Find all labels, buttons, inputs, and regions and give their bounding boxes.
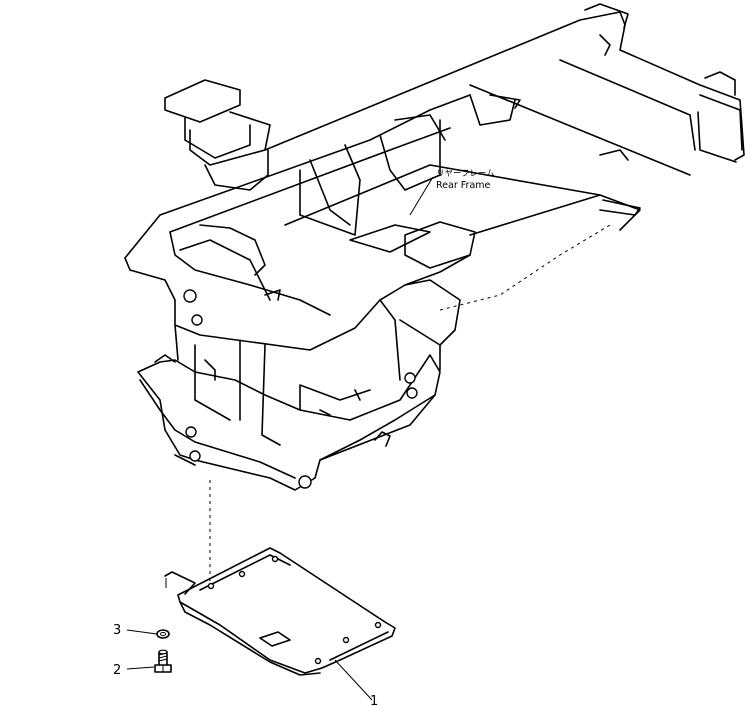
callout-2: 2 (113, 663, 121, 678)
rear-frame (124, 3, 745, 491)
bolt (154, 649, 172, 673)
frame-label-en: Rear Frame (436, 180, 491, 191)
cover-plate (164, 547, 396, 676)
callout-leaders (126, 176, 434, 701)
callout-1: 1 (370, 694, 378, 706)
washer (156, 629, 170, 639)
frame-label-jp: リヤーフレーム (436, 169, 495, 179)
callout-3: 3 (113, 623, 121, 638)
